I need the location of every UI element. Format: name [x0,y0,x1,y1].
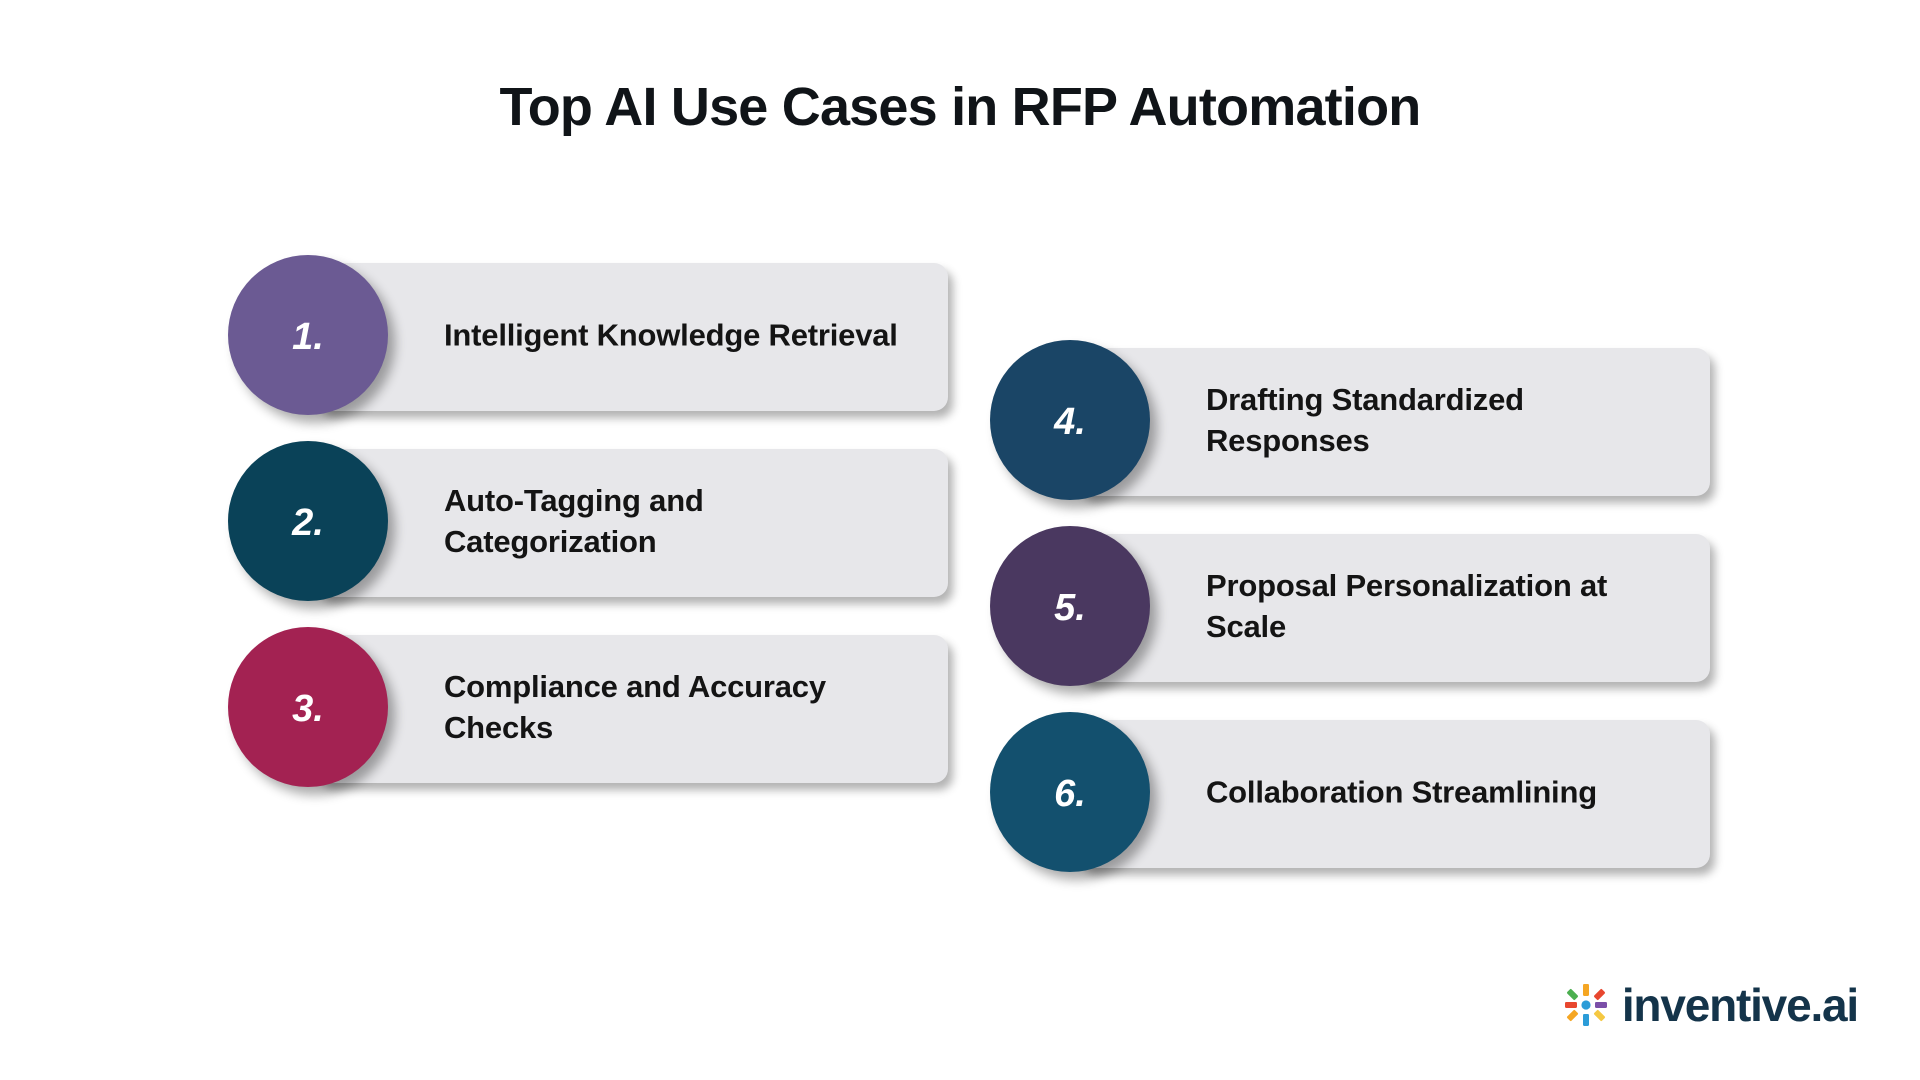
inventive-asterisk-icon [1564,984,1607,1026]
card-label: Intelligent Knowledge Retrieval [444,317,898,353]
badge-number: 2. [292,501,324,544]
card-label: Proposal Personalization at Scale [1206,567,1608,644]
logo-wordmark: inventive.ai [1621,979,1859,1031]
number-badge-1: 1. [228,255,388,415]
use-case-card-4[interactable]: 4. Drafting Standardized Responses [990,340,1710,500]
number-badge-6: 6. [990,712,1150,872]
number-badge-2: 2. [228,441,388,601]
card-plate [316,449,948,597]
card-plate [1078,534,1710,682]
badge-number: 3. [292,687,324,730]
page-title: Top AI Use Cases in RFP Automation [499,77,1422,137]
use-case-card-5[interactable]: 5. Proposal Personalization at Scale [990,526,1710,686]
number-badge-5: 5. [990,526,1150,686]
badge-number: 4. [1054,400,1086,443]
card-label: Collaboration Streamlining [1206,774,1597,810]
card-label: Drafting Standardized Responses [1206,381,1524,458]
use-case-card-2[interactable]: 2. Auto-Tagging and Categorization [228,441,948,601]
badge-number: 6. [1054,772,1086,815]
card-label: Auto-Tagging and Categorization [444,482,704,559]
right-column: 4. Drafting Standardized Responses 5. Pr… [990,340,1710,898]
number-badge-4: 4. [990,340,1150,500]
number-badge-3: 3. [228,627,388,787]
brand-logo[interactable]: inventive.ai [1564,979,1859,1031]
card-plate [316,263,948,411]
card-label: Compliance and Accuracy Checks [444,668,826,745]
badge-number: 5. [1054,586,1086,629]
card-plate [1078,720,1710,868]
card-plate [1078,348,1710,496]
card-plate [316,635,948,783]
left-column: 1. Intelligent Knowledge Retrieval 2. Au… [228,255,948,813]
badge-number: 1. [292,315,324,358]
use-case-card-1[interactable]: 1. Intelligent Knowledge Retrieval [228,255,948,415]
use-case-card-6[interactable]: 6. Collaboration Streamlining [990,712,1710,872]
use-case-card-3[interactable]: 3. Compliance and Accuracy Checks [228,627,948,787]
